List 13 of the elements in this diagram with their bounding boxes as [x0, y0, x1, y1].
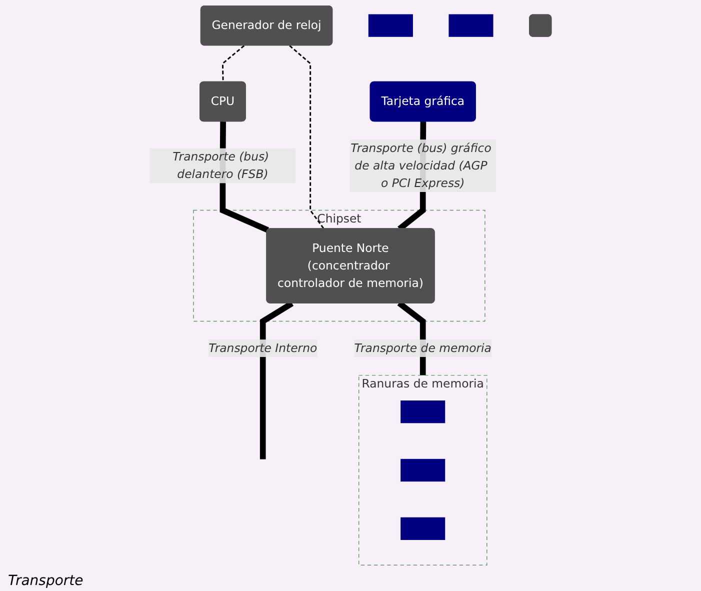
edge-label: Transporte (bus) gráfico de alta velocidad (AGP o PCI Express)	[350, 140, 492, 190]
cluster: Ranuras de memoria	[358, 374, 488, 566]
edge-label: Transporte de memoria	[354, 340, 492, 355]
node-bar	[400, 517, 446, 540]
connector	[289, 45, 324, 230]
node-bar	[400, 400, 446, 424]
bus-label: Transporte	[8, 573, 84, 589]
connector	[222, 45, 245, 82]
node-bar	[368, 14, 413, 37]
node-bar	[448, 14, 494, 37]
node-bar	[400, 458, 446, 482]
edge-label: Transporte (bus) delantero (FSB)	[172, 150, 270, 182]
edge-label: Transporte Interno	[208, 340, 318, 355]
